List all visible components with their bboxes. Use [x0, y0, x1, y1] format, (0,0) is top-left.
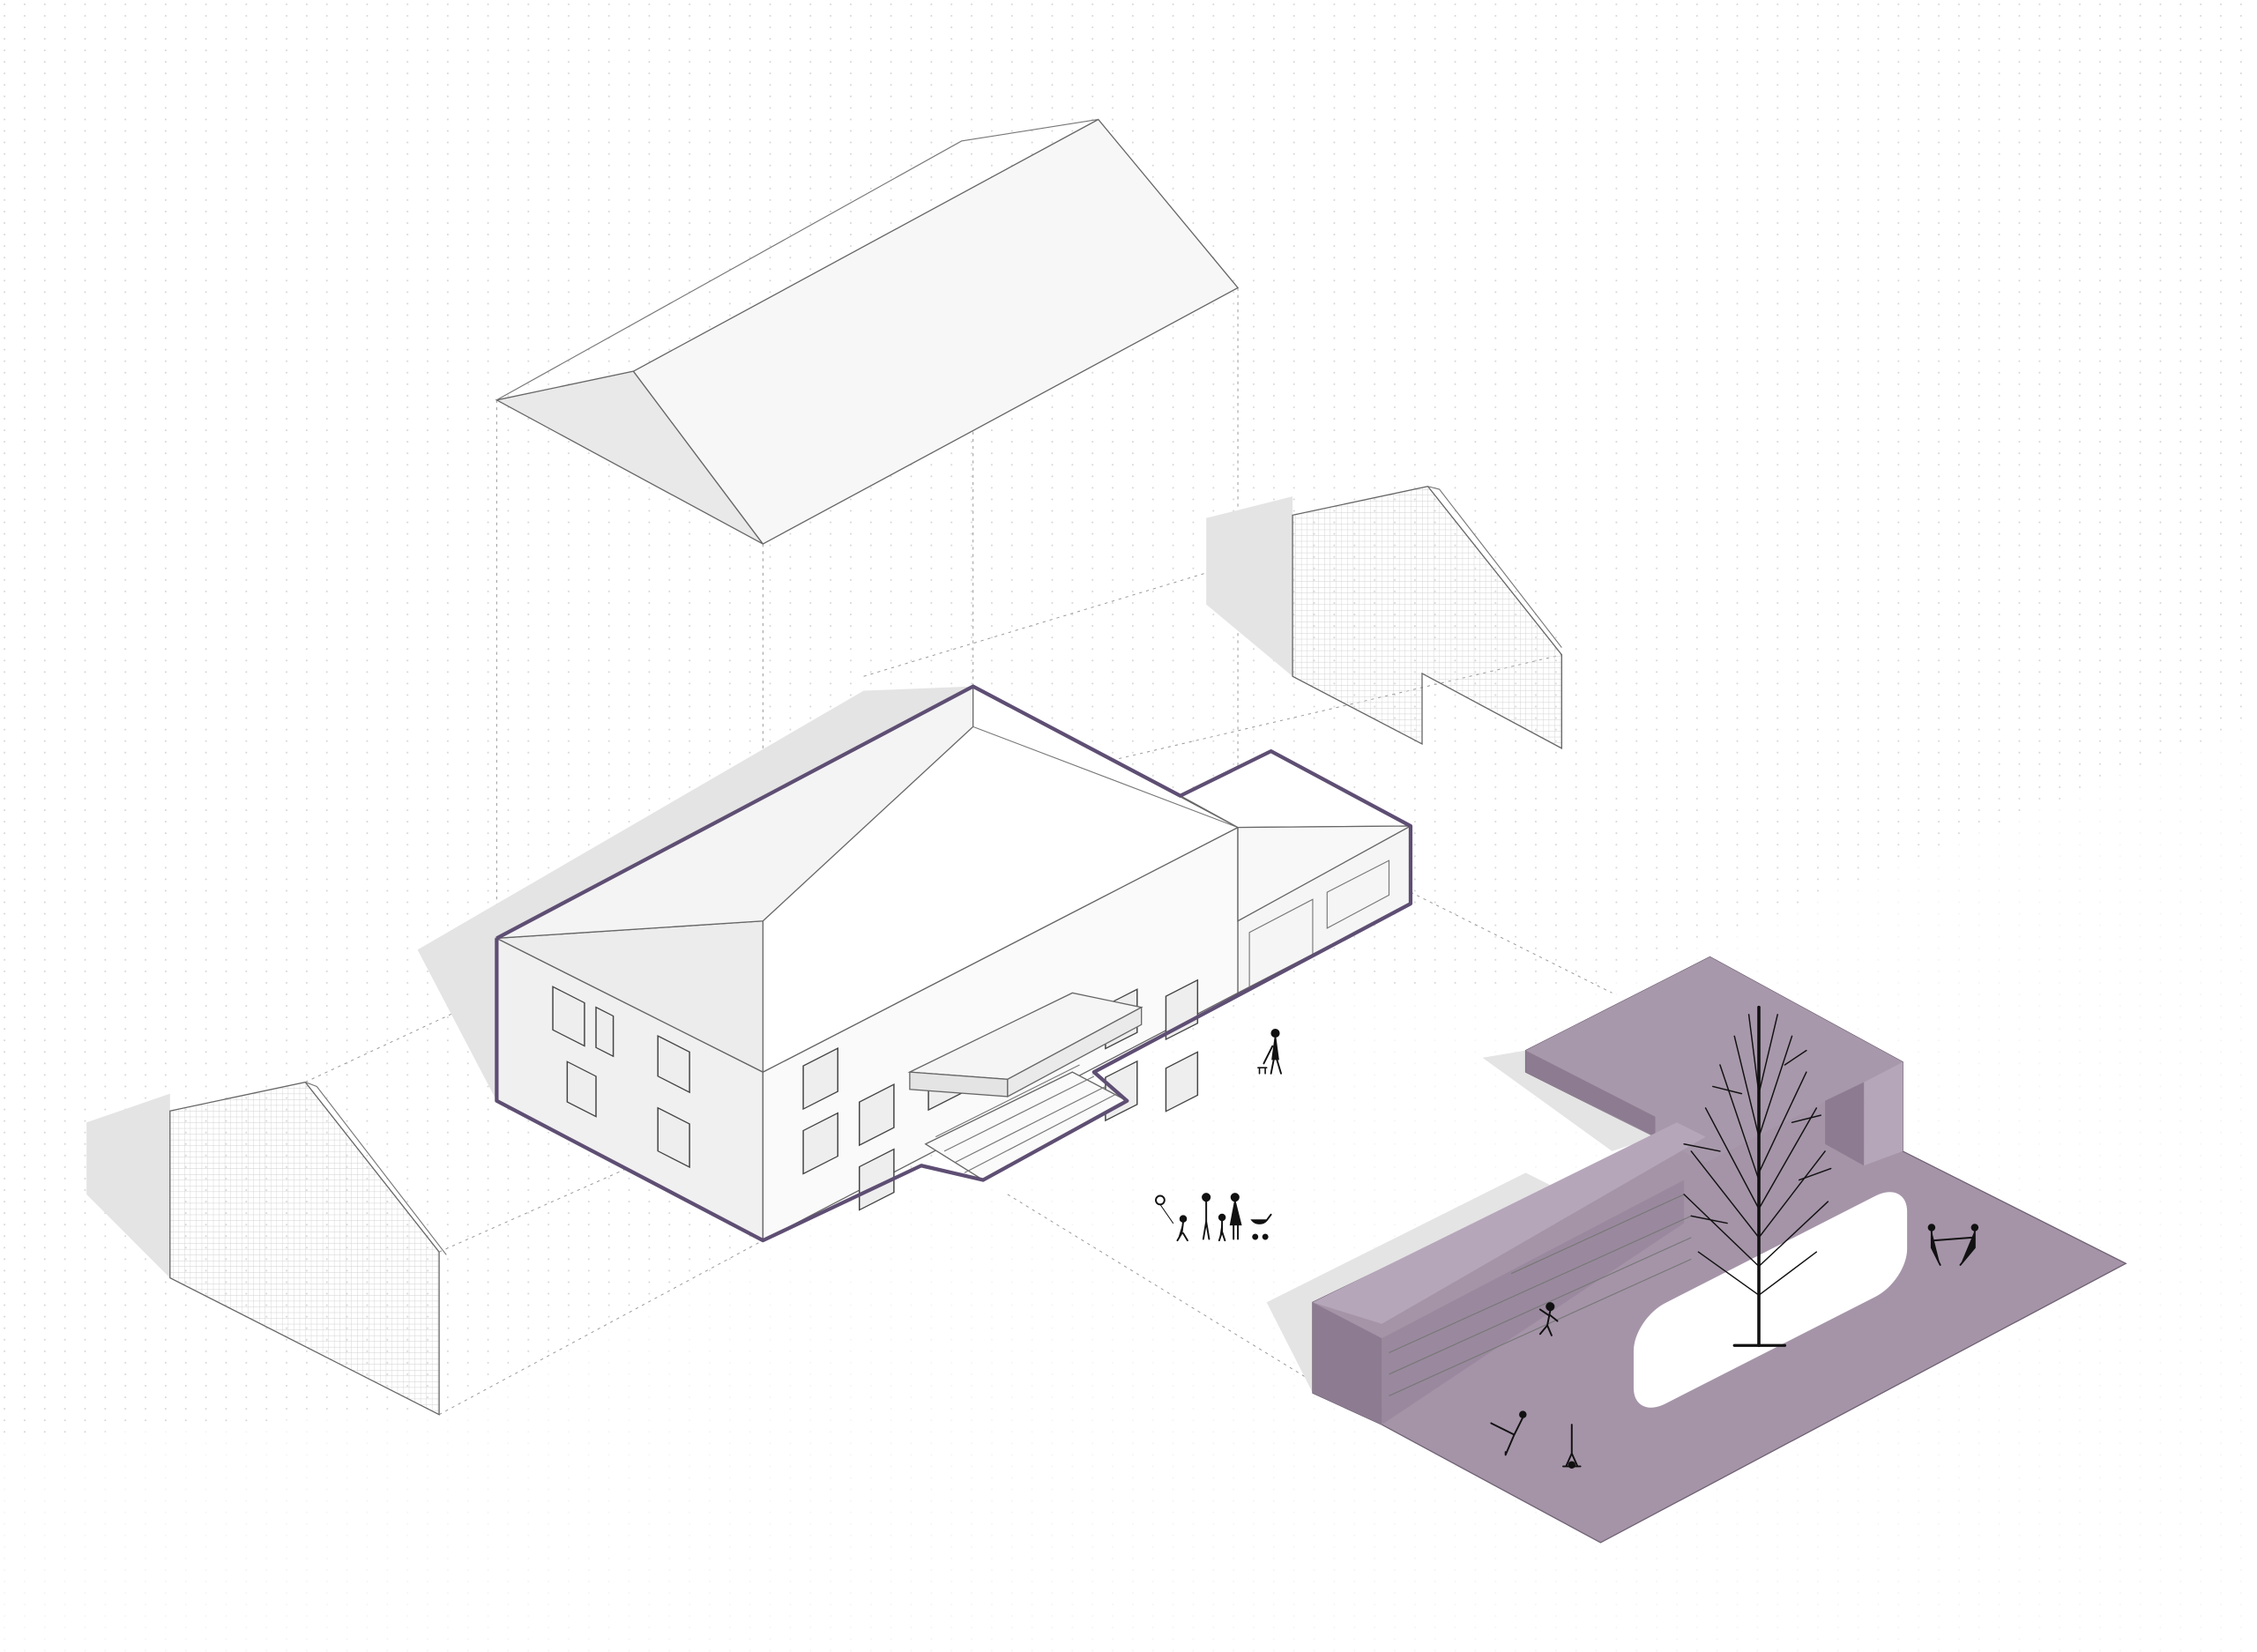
child-running-icon: [1538, 1302, 1559, 1336]
people-figures: [1155, 1029, 1979, 1470]
person-walking-dog-icon: [1257, 1029, 1283, 1075]
handstand-person-icon: [1562, 1424, 1582, 1470]
right-gable-wall: [1292, 486, 1563, 749]
building-outline: [495, 684, 1413, 1243]
tree-planter: [1633, 1192, 1908, 1408]
floating-roof: [495, 118, 1240, 545]
dancing-pair-icon: [1927, 1224, 1979, 1266]
tree: [1683, 1005, 1832, 1348]
dancing-pair-left-icon: [1490, 1410, 1527, 1456]
left-gable-wall: [169, 1081, 447, 1416]
entrance: [907, 992, 1143, 1181]
shadows: [86, 496, 1656, 1394]
family-icon: [1155, 1193, 1272, 1242]
purple-plaza: [1312, 956, 2127, 1544]
